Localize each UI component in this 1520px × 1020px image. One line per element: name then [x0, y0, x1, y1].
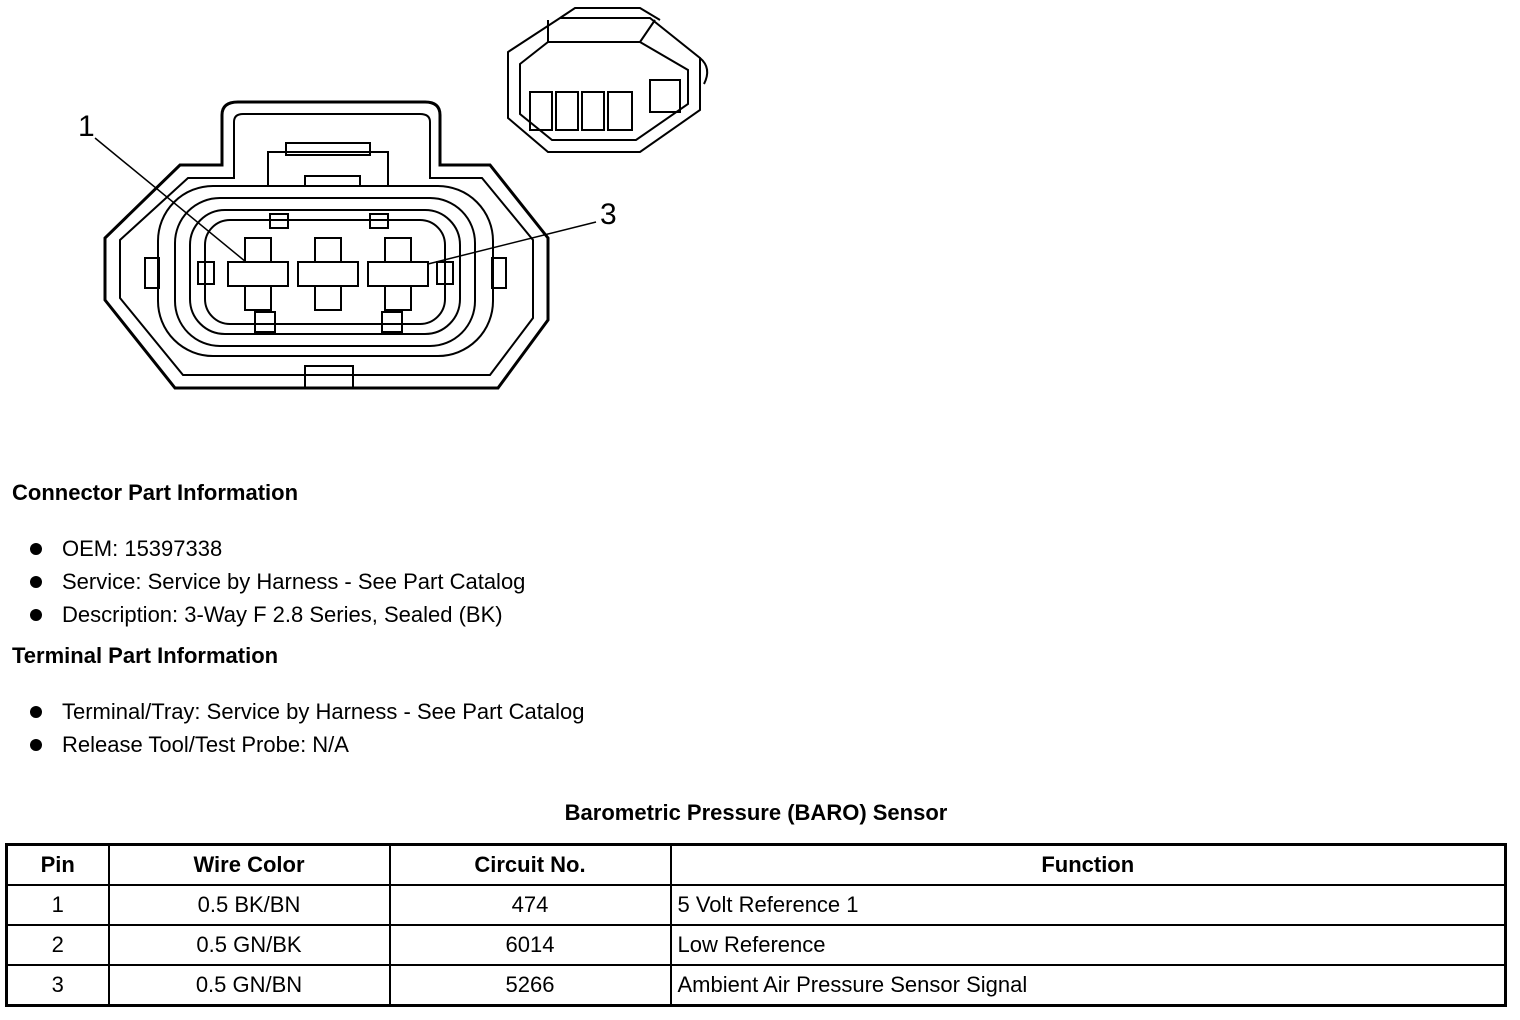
- table-row: 3 0.5 GN/BN 5266 Ambient Air Pressure Se…: [5, 964, 1507, 1007]
- connector-diagram: [94, 7, 709, 390]
- cell-circuit-no: 474: [388, 884, 672, 926]
- cell-function: Low Reference: [669, 924, 1507, 966]
- cell-wire-color: 0.5 GN/BK: [107, 924, 391, 966]
- list-item: Description: 3-Way F 2.8 Series, Sealed …: [30, 598, 525, 631]
- column-header-function: Function: [669, 843, 1507, 886]
- callout-3-leader: [427, 221, 597, 265]
- column-header-wire-color: Wire Color: [107, 843, 391, 886]
- list-item: Terminal/Tray: Service by Harness - See …: [30, 695, 585, 728]
- pinout-table: Pin Wire Color Circuit No. Function 1 0.…: [5, 843, 1507, 1007]
- connector-face-view: [94, 100, 597, 390]
- list-item: Release Tool/Test Probe: N/A: [30, 728, 585, 761]
- cell-wire-color: 0.5 BK/BN: [107, 884, 391, 926]
- pin-cavity-1: [227, 237, 289, 311]
- cell-circuit-no: 6014: [388, 924, 672, 966]
- table-header-row: Pin Wire Color Circuit No. Function: [5, 843, 1507, 886]
- cell-function: 5 Volt Reference 1: [669, 884, 1507, 926]
- cell-pin: 2: [5, 924, 110, 966]
- terminal-part-info-heading: Terminal Part Information: [12, 643, 279, 668]
- column-header-circuit-no: Circuit No.: [388, 843, 672, 886]
- cell-circuit-no: 5266: [388, 964, 672, 1007]
- cell-pin: 3: [5, 964, 110, 1007]
- callout-pin-1: 1: [78, 110, 95, 143]
- table-title: Barometric Pressure (BARO) Sensor: [564, 800, 948, 825]
- cell-function: Ambient Air Pressure Sensor Signal: [669, 964, 1507, 1007]
- pin-cavity-2: [297, 237, 359, 311]
- table-row: 2 0.5 GN/BK 6014 Low Reference: [5, 924, 1507, 966]
- callout-1-leader: [94, 137, 247, 263]
- table-row: 1 0.5 BK/BN 474 5 Volt Reference 1: [5, 884, 1507, 926]
- callout-pin-3: 3: [600, 198, 617, 231]
- cell-pin: 1: [5, 884, 110, 926]
- connector-isometric-view: [507, 7, 709, 153]
- connector-part-info-list: OEM: 15397338 Service: Service by Harnes…: [30, 532, 525, 631]
- cell-wire-color: 0.5 GN/BN: [107, 964, 391, 1007]
- list-item: OEM: 15397338: [30, 532, 525, 565]
- pin-cavity-3: [367, 237, 429, 311]
- column-header-pin: Pin: [5, 843, 110, 886]
- terminal-part-info-list: Terminal/Tray: Service by Harness - See …: [30, 695, 585, 761]
- list-item: Service: Service by Harness - See Part C…: [30, 565, 525, 598]
- connector-part-info-heading: Connector Part Information: [12, 480, 299, 505]
